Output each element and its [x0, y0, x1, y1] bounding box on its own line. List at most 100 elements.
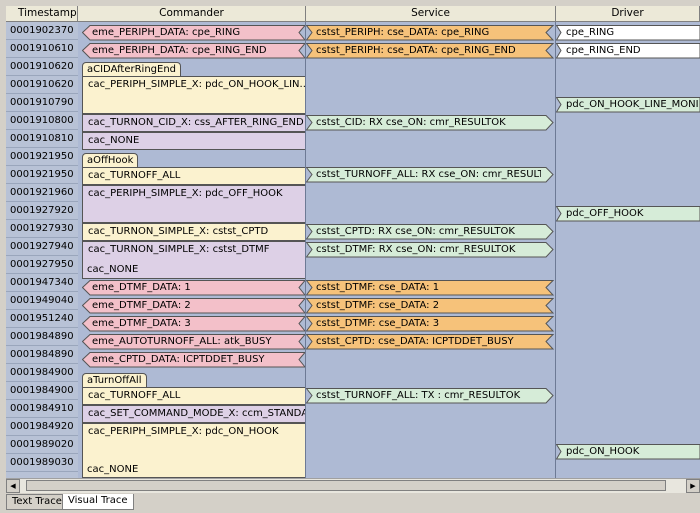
commander-arrow-shape — [82, 298, 305, 314]
service-arrow-shape — [306, 43, 554, 59]
timestamp-cell: 0001927940 — [6, 238, 78, 256]
timestamp-cell: 0001910790 — [6, 94, 78, 112]
service-arrow-shape — [306, 334, 554, 350]
commander-command[interactable]: cac_NONE — [82, 132, 305, 150]
driver-event[interactable]: cpe_RING_END — [566, 45, 641, 56]
service-event[interactable]: cstst_DTMF: RX cse_ON: cmr_RESULTOK — [316, 244, 516, 255]
timestamp-cell: 0001927920 — [6, 202, 78, 220]
service-arrow-shape — [306, 167, 554, 183]
service-event[interactable]: cstst_DTMF: cse_DATA: 3 — [316, 318, 440, 329]
column-header-commander[interactable]: Commander — [78, 6, 306, 22]
driver-event[interactable]: pdc_OFF_HOOK — [566, 208, 644, 219]
service-arrow-shape — [306, 115, 554, 131]
tab-visual-trace[interactable]: Visual Trace — [62, 494, 134, 510]
service-arrow-shape — [306, 280, 554, 296]
commander-command[interactable]: cac_TURNON_SIMPLE_X: cstst_CPTD — [82, 223, 305, 241]
commander-arrow-shape — [82, 43, 305, 59]
timestamp-cell: 0001984890 — [6, 328, 78, 346]
group-tab[interactable]: aCIDAfterRingEnd — [82, 62, 182, 76]
timestamp-cell: 0001910610 — [6, 40, 78, 58]
commander-command[interactable]: cac_PERIPH_SIMPLE_X: pdc_ON_HOOK — [82, 423, 305, 478]
column-header-timestamp[interactable]: Timestamp — [6, 6, 78, 22]
service-event[interactable]: cstst_CID: RX cse_ON: cmr_RESULTOK — [316, 117, 506, 128]
timestamp-cell: 0001947340 — [6, 274, 78, 292]
service-arrow-shape — [306, 224, 554, 240]
scrollbar-thumb[interactable] — [26, 480, 666, 491]
commander-command[interactable]: cac_TURNOFF_ALL — [82, 167, 305, 185]
timestamp-cell: 0001927950 — [6, 256, 78, 274]
service-arrow-shape — [306, 316, 554, 332]
commander-command[interactable]: cac_PERIPH_SIMPLE_X: pdc_ON_HOOK_LIN... — [82, 76, 305, 114]
driver-arrow-shape — [556, 444, 700, 460]
timestamp-cell: 0001984900 — [6, 382, 78, 400]
timestamp-cell: 0001910810 — [6, 130, 78, 148]
timestamp-cell: 0001951240 — [6, 310, 78, 328]
service-event[interactable]: cstst_CPTD: RX cse_ON: cmr_RESULTOK — [316, 226, 515, 237]
timestamp-cell: 0001989030 — [6, 454, 78, 472]
commander-event[interactable]: eme_DTMF_DATA: 2 — [92, 300, 191, 311]
service-arrow-shape — [306, 298, 554, 314]
commander-arrow-shape — [82, 280, 305, 296]
column-header-driver[interactable]: Driver — [556, 6, 700, 22]
timestamp-cell: 0001984910 — [6, 400, 78, 418]
timestamp-cell: 0001989020 — [6, 436, 78, 454]
timestamp-column: 0001902370 0001910610 0001910620 0001910… — [6, 22, 78, 478]
service-event[interactable]: cstst_TURNOFF_ALL: RX cse_ON: cmr_RESULT… — [316, 169, 541, 180]
driver-event[interactable]: cpe_RING — [566, 27, 615, 38]
commander-event[interactable]: eme_PERIPH_DATA: cpe_RING — [92, 27, 241, 38]
driver-event[interactable]: pdc_ON_HOOK — [566, 446, 640, 457]
group-tab[interactable]: aTurnOffAll — [82, 373, 147, 387]
timestamp-cell: 0001910620 — [6, 58, 78, 76]
service-arrow-shape — [306, 388, 554, 404]
tab-text-trace[interactable]: Text Trace — [6, 494, 68, 510]
timestamp-cell: 0001984890 — [6, 346, 78, 364]
driver-lane: cpe_RING cpe_RING_END pdc_ON_HOOK_LINE_M… — [556, 22, 700, 478]
commander-command[interactable]: cac_TURNON_SIMPLE_X: cstst_DTMF — [82, 241, 305, 279]
commander-command[interactable]: cac_PERIPH_SIMPLE_X: pdc_OFF_HOOK — [82, 185, 305, 223]
group-tab[interactable]: aOffHook — [82, 153, 139, 167]
commander-event[interactable]: eme_DTMF_DATA: 3 — [92, 318, 191, 329]
service-event[interactable]: cstst_CPTD: cse_DATA: ICPTDDET_BUSY — [316, 336, 514, 347]
commander-command[interactable]: cac_TURNON_CID_X: css_AFTER_RING_END — [82, 114, 305, 132]
commander-event[interactable]: eme_DTMF_DATA: 1 — [92, 282, 191, 293]
service-event[interactable]: cstst_PERIPH: cse_DATA: cpe_RING_END — [316, 45, 516, 56]
horizontal-scrollbar[interactable]: ◀ ▶ — [6, 478, 700, 493]
timestamp-cell: 0001984900 — [6, 364, 78, 382]
driver-arrow-shape — [556, 97, 700, 113]
commander-lane: eme_PERIPH_DATA: cpe_RING eme_PERIPH_DAT… — [78, 22, 306, 478]
timestamp-cell: 0001910620 — [6, 76, 78, 94]
timestamp-cell: 0001902370 — [6, 22, 78, 40]
service-arrow-shape — [306, 242, 554, 258]
driver-event[interactable]: pdc_ON_HOOK_LINE_MONIT — [566, 99, 698, 110]
driver-arrow-shape — [556, 43, 700, 59]
column-header-service[interactable]: Service — [306, 6, 556, 22]
service-event[interactable]: cstst_TURNOFF_ALL: TX : cmr_RESULTOK — [316, 390, 521, 401]
commander-arrow-shape — [82, 25, 305, 41]
timestamp-cell: 0001984920 — [6, 418, 78, 436]
commander-event[interactable]: eme_PERIPH_DATA: cpe_RING_END — [92, 45, 267, 56]
commander-arrow-shape — [82, 352, 305, 368]
commander-arrow-shape — [82, 334, 305, 350]
commander-command[interactable]: cac_SET_COMMAND_MODE_X: ccm_STANDA... — [82, 405, 305, 423]
scroll-right-icon[interactable]: ▶ — [686, 479, 700, 493]
timestamp-cell: 0001921950 — [6, 166, 78, 184]
service-event[interactable]: cstst_DTMF: cse_DATA: 1 — [316, 282, 440, 293]
driver-arrow-shape — [556, 206, 700, 222]
service-event[interactable]: cstst_DTMF: cse_DATA: 2 — [316, 300, 440, 311]
commander-command-label: cac_NONE — [87, 264, 139, 275]
timestamp-cell: 0001921950 — [6, 148, 78, 166]
timestamp-cell: 0001921960 — [6, 184, 78, 202]
commander-command[interactable]: cac_TURNOFF_ALL — [82, 387, 305, 405]
service-arrow-shape — [306, 25, 554, 41]
timestamp-cell: 0001949040 — [6, 292, 78, 310]
timestamp-cell: 0001927930 — [6, 220, 78, 238]
commander-event[interactable]: eme_AUTOTURNOFF_ALL: atk_BUSY — [92, 336, 272, 347]
commander-arrow-shape — [82, 316, 305, 332]
timestamp-cell: 0001910800 — [6, 112, 78, 130]
service-lane: cstst_PERIPH: cse_DATA: cpe_RING cstst_P… — [306, 22, 556, 478]
commander-command-label: cac_NONE — [87, 464, 139, 475]
scroll-left-icon[interactable]: ◀ — [6, 479, 20, 493]
commander-event[interactable]: eme_CPTD_DATA: ICPTDDET_BUSY — [92, 354, 265, 365]
service-event[interactable]: cstst_PERIPH: cse_DATA: cpe_RING — [316, 27, 490, 38]
